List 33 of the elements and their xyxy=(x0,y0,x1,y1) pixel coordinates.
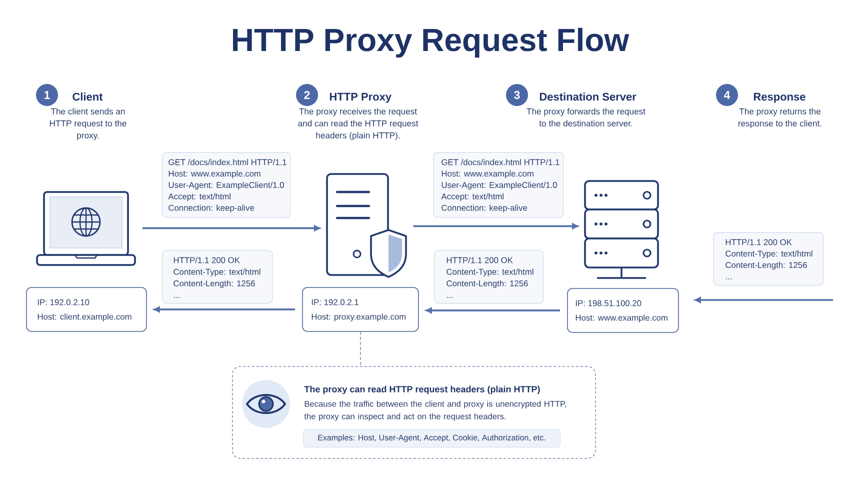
step-title: Response xyxy=(754,92,806,103)
step-title: Destination Server xyxy=(540,92,636,101)
host-info-box: IP: 198.51.100.20 Host: www.example.com xyxy=(567,288,679,333)
message-box: GET /docs/index.html HTTP/1.1 Host: www.example.com User-Agent: ExampleClient/1.0 Accept: text/html Connection: keep-alive xyxy=(162,152,291,218)
server-rack-icon xyxy=(584,180,659,279)
message-box: HTTP/1.1 200 OK Content-Type: text/html Content-Length: 1256 ... xyxy=(162,250,273,304)
arrow xyxy=(694,297,833,303)
host-info-box: IP: 192.0.2.1 Host: proxy.example.com xyxy=(302,287,419,332)
laptop-icon xyxy=(36,191,136,266)
number-badge: 1 xyxy=(36,84,58,106)
step-description: The proxy forwards the request to the destination server. xyxy=(526,108,646,126)
arrow xyxy=(413,223,578,230)
connector-line xyxy=(360,331,361,366)
number-badge: 2 xyxy=(296,84,318,106)
server-shield-icon xyxy=(326,173,407,278)
title: HTTP Proxy Request Flow xyxy=(233,28,630,58)
step-description: The proxy returns the response to the client. xyxy=(738,108,822,128)
arrow xyxy=(154,306,295,312)
host-info-box: IP: 192.0.2.10 Host: client.example.com xyxy=(26,287,147,332)
number-badge: 3 xyxy=(506,84,528,106)
message-box: GET /docs/index.html HTTP/1.1 Host: www.example.com User-Agent: ExampleClient/1.0 Accept: text/html Connection: keep-alive xyxy=(433,152,564,218)
note-text: Because the traffic between the client and proxy is unencrypted HTTP, the proxy can inspect and act on the request headers. xyxy=(304,400,566,421)
step-description: The client sends an HTTP request to the proxy. xyxy=(50,108,126,140)
examples-box: Examples: Host, User-Agent, Accept, Cookie, Authorization, etc. xyxy=(303,429,561,448)
message-box: HTTP/1.1 200 OK Content-Type: text/html Content-Length: 1256 ... xyxy=(434,250,544,304)
number-badge: 4 xyxy=(716,84,738,106)
arrow xyxy=(426,307,560,314)
step-title: Client xyxy=(72,92,103,101)
message-box: HTTP/1.1 200 OK Content-Type: text/html Content-Length: 1256 ... xyxy=(713,232,824,286)
step-description: The proxy receives the request and can read the HTTP request headers (plain HTTP). xyxy=(298,108,418,140)
arrow xyxy=(142,225,320,232)
note-heading: The proxy can read HTTP request headers (plain HTTP) xyxy=(304,386,540,394)
step-title: HTTP Proxy xyxy=(330,92,392,103)
